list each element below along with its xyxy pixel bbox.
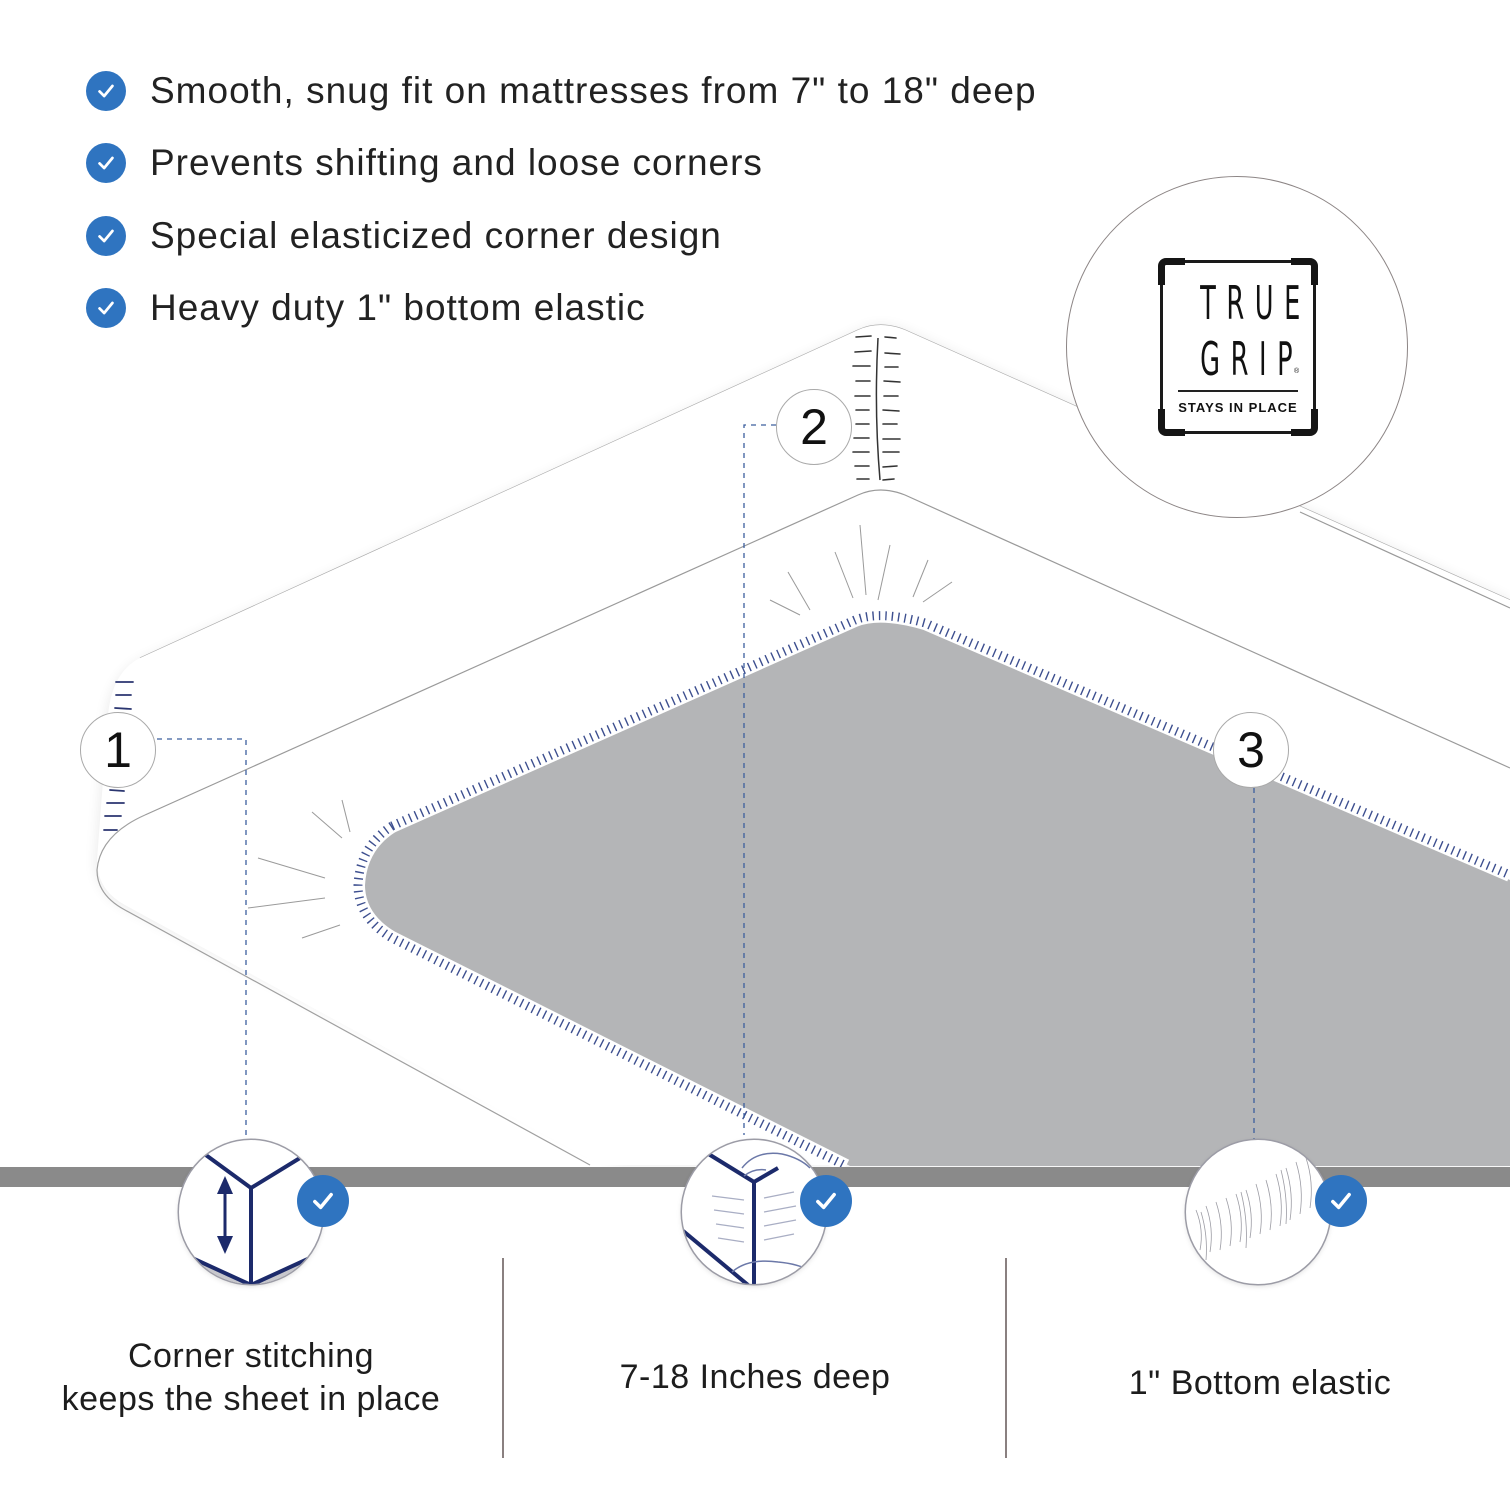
logo-tagline: STAYS IN PLACE — [1178, 400, 1298, 415]
check-circle-icon — [86, 71, 126, 111]
caption-line: keeps the sheet in place — [61, 1380, 441, 1418]
caption-corner-stitching: Corner stitching keeps the sheet in plac… — [20, 1335, 482, 1421]
logo-corner — [1158, 258, 1185, 285]
feature-item: Prevents shifting and loose corners — [86, 142, 763, 184]
divider — [1005, 1258, 1007, 1458]
check-circle-icon — [86, 288, 126, 328]
marker-2: 2 — [776, 389, 852, 465]
feature-text: Heavy duty 1" bottom elastic — [150, 287, 646, 328]
caption-line: Corner stitching — [127, 1337, 375, 1375]
feature-item: Special elasticized corner design — [86, 215, 722, 257]
logo-frame — [1160, 260, 1316, 434]
feature-item: Heavy duty 1" bottom elastic — [86, 287, 646, 329]
check-circle-icon — [800, 1175, 852, 1227]
feature-item: Smooth, snug fit on mattresses from 7" t… — [86, 70, 1037, 112]
logo-corner — [1291, 409, 1318, 436]
registered-mark: ® — [1294, 368, 1300, 375]
feature-text: Smooth, snug fit on mattresses from 7" t… — [150, 70, 1037, 111]
check-circle-icon — [297, 1175, 349, 1227]
feature-text: Special elasticized corner design — [150, 215, 722, 256]
caption-elastic: 1" Bottom elastic — [1128, 1364, 1392, 1402]
divider — [502, 1258, 504, 1458]
logo-circle — [1066, 176, 1408, 518]
feature-text: Prevents shifting and loose corners — [150, 142, 763, 183]
caption-depth: 7-18 Inches deep — [619, 1358, 891, 1396]
true-grip-logo: TRUE GRIP ® STAYS IN PLACE — [1158, 258, 1318, 436]
check-circle-icon — [86, 216, 126, 256]
check-circle-icon — [86, 143, 126, 183]
marker-1: 1 — [80, 712, 156, 788]
logo-corner — [1291, 258, 1318, 285]
logo-corner — [1158, 409, 1185, 436]
check-circle-icon — [1315, 1175, 1367, 1227]
logo-rule — [1178, 390, 1298, 392]
elastic-texture-icon — [1186, 1140, 1330, 1284]
logo-word-true: TRUE — [1200, 276, 1311, 330]
logo-word-grip: GRIP — [1200, 332, 1304, 386]
marker-3: 3 — [1213, 712, 1289, 788]
